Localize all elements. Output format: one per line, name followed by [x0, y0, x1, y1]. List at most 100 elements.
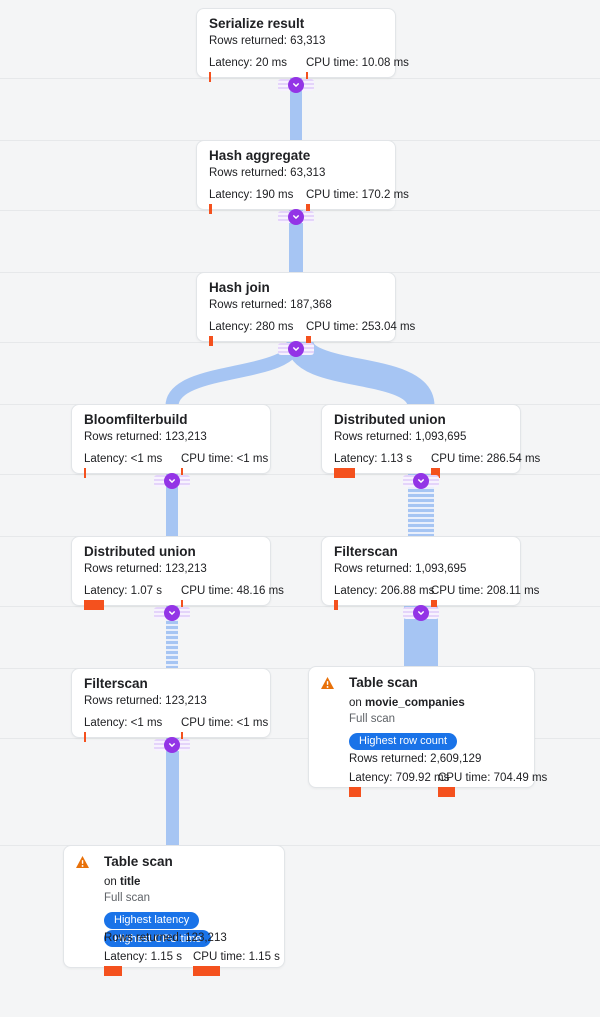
cpu-bar — [431, 468, 440, 478]
plan-node-bloomfilterbuild[interactable]: Bloomfilterbuild Rows returned: 123,213 … — [71, 404, 271, 478]
warning-triangle-icon — [321, 675, 349, 694]
expand-collapse-button[interactable] — [154, 737, 190, 753]
edge-bloomfilterbuild-to-distributed-union — [166, 474, 178, 536]
cpu-metric: CPU time: 704.49 ms — [438, 772, 547, 797]
edge-hashaggregate-to-hashjoin — [289, 210, 303, 272]
expand-collapse-button[interactable] — [403, 605, 439, 621]
plan-node-serialize-result[interactable]: Serialize result Rows returned: 63,313 L… — [196, 8, 409, 82]
edge-distributed-union-to-filterscan-left — [166, 606, 178, 668]
chevron-down-icon — [164, 473, 180, 489]
row-divider — [0, 606, 600, 607]
row-divider — [0, 536, 600, 537]
highest-cpu-time-badge: Highest CPU time — [104, 930, 212, 947]
row-divider — [0, 404, 600, 405]
expand-collapse-button[interactable] — [278, 209, 314, 225]
cpu-bar — [193, 966, 220, 976]
scan-target: on movie_companies — [349, 697, 465, 709]
rows-returned: Rows returned: 123,213 — [84, 695, 207, 707]
expand-collapse-button[interactable] — [278, 341, 314, 357]
cpu-bar — [306, 204, 310, 214]
plan-node-hash-aggregate[interactable]: Hash aggregate Rows returned: 63,313 Lat… — [196, 140, 409, 214]
latency-bar — [334, 468, 355, 478]
expand-collapse-button[interactable] — [403, 473, 439, 489]
cpu-bar — [438, 787, 455, 797]
edge-filterscan-to-tablescan-left — [166, 738, 179, 846]
plan-node-hash-join[interactable]: Hash join Rows returned: 187,368 Latency… — [196, 272, 415, 346]
plan-node-filterscan-left[interactable]: Filterscan Rows returned: 123,213 Latenc… — [71, 668, 271, 742]
rows-returned: Rows returned: 123,213 — [84, 563, 207, 575]
latency-metric: Latency: 1.07 s — [84, 585, 181, 610]
latency-bar — [104, 966, 122, 976]
chevron-down-icon — [413, 605, 429, 621]
plan-node-distributed-union-right[interactable]: Distributed union Rows returned: 1,093,6… — [321, 404, 540, 478]
cpu-bar — [181, 468, 183, 478]
latency-bar — [209, 336, 213, 346]
scan-type: Full scan — [349, 713, 396, 725]
edge-hashjoin-to-bloomfilterbuild — [165, 340, 302, 408]
node-title: Table scan — [104, 854, 173, 869]
latency-bar — [84, 732, 86, 742]
node-title: Filterscan — [334, 544, 398, 559]
rows-returned: Rows returned: 63,313 — [209, 167, 326, 179]
plan-node-table-scan-title[interactable]: Table scan on title Full scan Highest la… — [63, 845, 285, 976]
plan-node-filterscan-right[interactable]: Filterscan Rows returned: 1,093,695 Late… — [321, 536, 539, 610]
cpu-bar — [306, 72, 308, 82]
chevron-down-icon — [413, 473, 429, 489]
row-divider — [0, 474, 600, 475]
expand-collapse-button[interactable] — [154, 605, 190, 621]
chevron-down-icon — [288, 77, 304, 93]
chevron-down-icon — [164, 737, 180, 753]
cpu-metric: CPU time: 253.04 ms — [306, 321, 415, 346]
node-title: Table scan — [349, 675, 418, 690]
row-divider — [0, 738, 600, 739]
cpu-bar — [306, 336, 311, 346]
node-title: Filterscan — [84, 676, 148, 691]
latency-metric: Latency: <1 ms — [84, 453, 181, 478]
latency-bar — [84, 468, 86, 478]
node-title: Distributed union — [334, 412, 446, 427]
node-title: Serialize result — [209, 16, 305, 31]
latency-metric: Latency: <1 ms — [84, 717, 181, 742]
node-title: Distributed union — [84, 544, 196, 559]
cpu-metric: CPU time: 48.16 ms — [181, 585, 284, 610]
plan-node-distributed-union-left[interactable]: Distributed union Rows returned: 123,213… — [71, 536, 284, 610]
cpu-bar — [181, 600, 183, 610]
highest-latency-badge: Highest latency — [104, 911, 200, 929]
table-name: movie_companies — [365, 697, 465, 709]
cpu-metric: CPU time: <1 ms — [181, 717, 268, 742]
node-title: Bloomfilterbuild — [84, 412, 188, 427]
scan-target: on title — [104, 876, 141, 888]
latency-bar — [349, 787, 361, 797]
cpu-metric: CPU time: 286.54 ms — [431, 453, 540, 478]
plan-node-table-scan-movie-companies[interactable]: Table scan on movie_companies Full scan … — [308, 666, 547, 797]
table-name: title — [120, 876, 141, 888]
cpu-bar — [181, 732, 183, 742]
latency-metric: Latency: 206.88 ms — [334, 585, 434, 610]
node-title: Hash aggregate — [209, 148, 311, 163]
rows-returned: Rows returned: 1,093,695 — [334, 431, 467, 443]
latency-bar — [209, 72, 211, 82]
chevron-down-icon — [288, 341, 304, 357]
latency-metric: Latency: 190 ms — [209, 189, 306, 214]
warning-triangle-icon — [76, 854, 104, 873]
scan-type: Full scan — [104, 892, 151, 904]
latency-metric: Latency: 709.92 ms — [349, 772, 449, 797]
latency-bar — [209, 204, 212, 214]
latency-metric: Latency: 280 ms — [209, 321, 306, 346]
cpu-bar — [431, 600, 437, 610]
expand-collapse-button[interactable] — [278, 77, 314, 93]
latency-metric: Latency: 1.15 s — [104, 951, 193, 976]
cpu-metric: CPU time: 208.11 ms — [431, 585, 539, 610]
rows-returned: Rows returned: 63,313 — [209, 35, 326, 47]
rows-returned: Rows returned: 123,213 — [104, 932, 227, 944]
rows-returned: Rows returned: 2,609,129 — [349, 753, 482, 765]
edge-serialize-to-hashaggregate — [290, 78, 302, 140]
latency-metric: Latency: 1.13 s — [334, 453, 431, 478]
row-divider — [0, 845, 600, 846]
rows-returned: Rows returned: 1,093,695 — [334, 563, 467, 575]
latency-metric: Latency: 20 ms — [209, 57, 306, 82]
cpu-metric: CPU time: 10.08 ms — [306, 57, 409, 82]
expand-collapse-button[interactable] — [154, 473, 190, 489]
chevron-down-icon — [164, 605, 180, 621]
